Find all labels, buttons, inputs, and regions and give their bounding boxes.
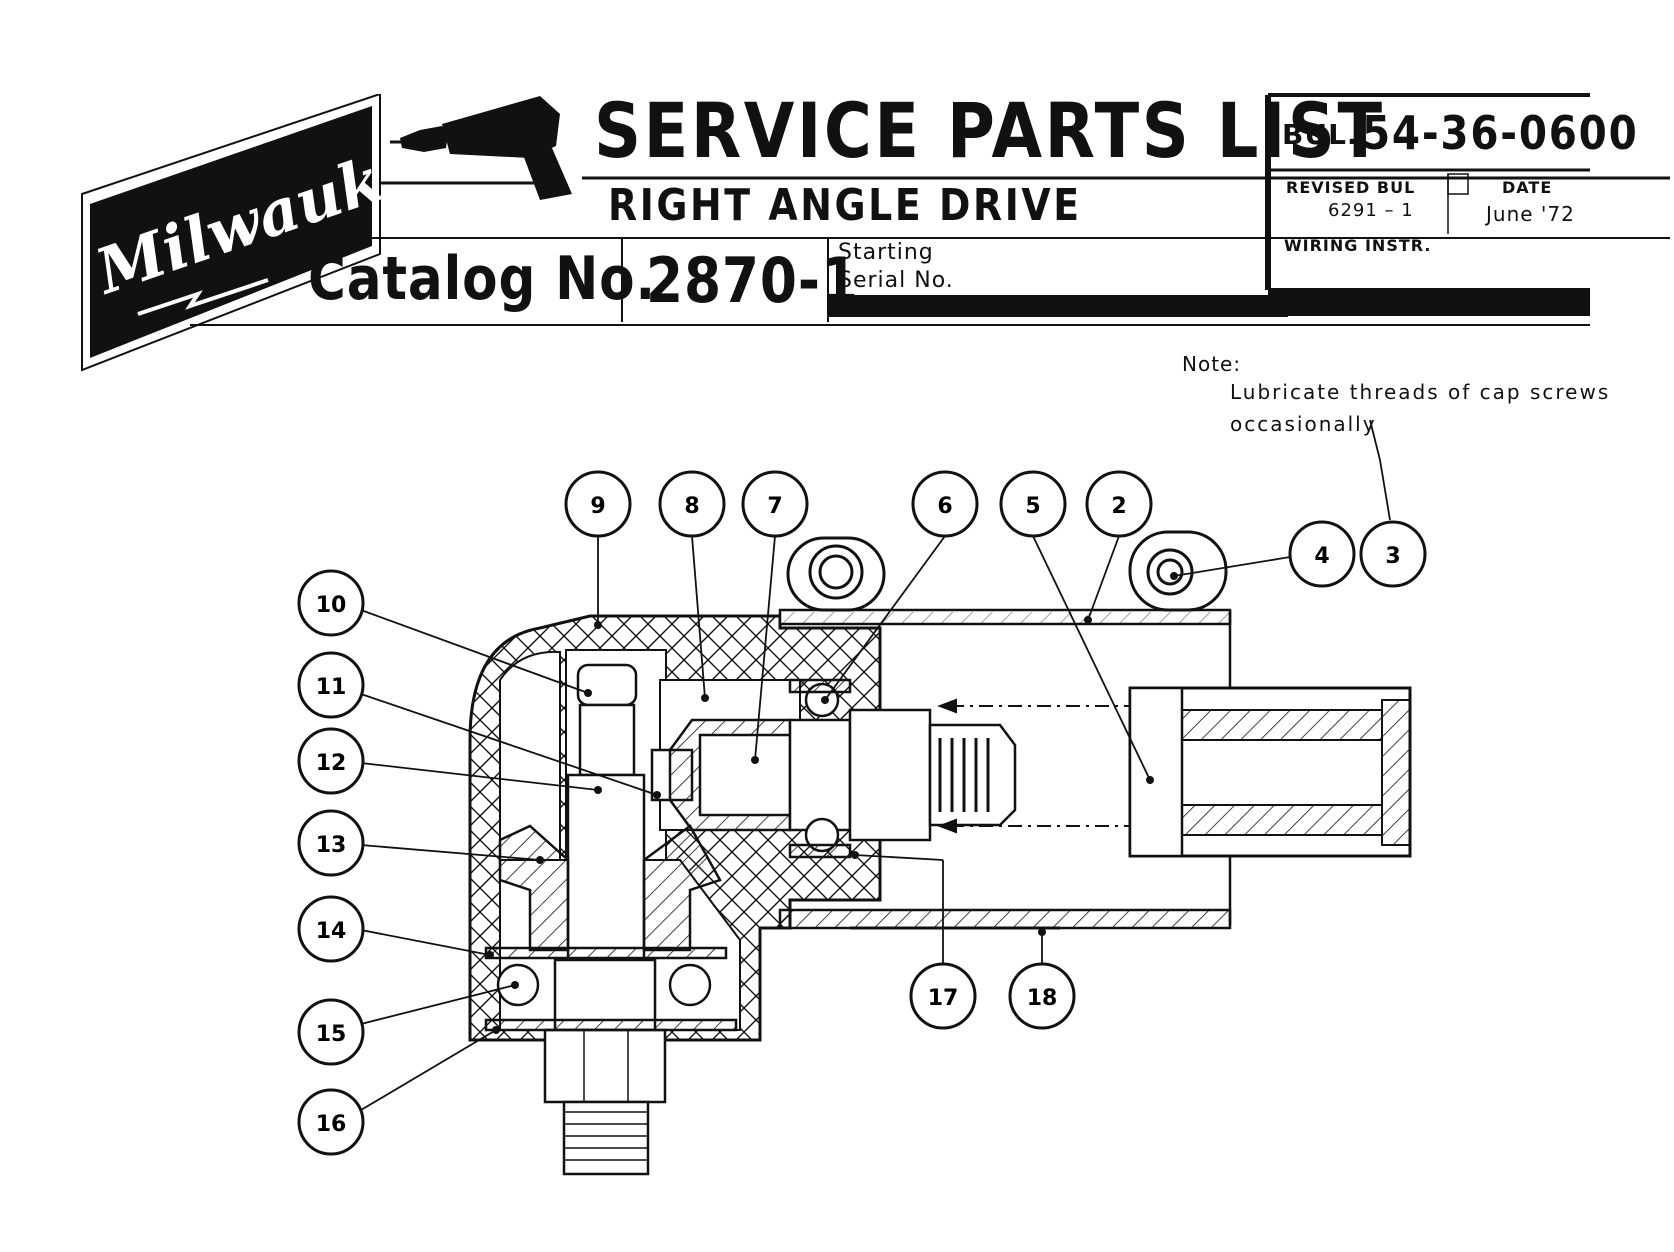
milwaukee-logo: Milwaukee bbox=[81, 94, 388, 372]
svg-text:18: 18 bbox=[1027, 986, 1058, 1011]
callout-4: 4 bbox=[1288, 520, 1356, 588]
catalog-number: 2870-1 bbox=[646, 244, 859, 317]
callout-8: 8 bbox=[658, 470, 726, 538]
note-label: Note: bbox=[1182, 352, 1242, 376]
page-title: SERVICE PARTS LIST bbox=[594, 86, 1385, 175]
callout-14: 14 bbox=[297, 895, 365, 963]
callouts: 9 8 7 6 5 2 4 3 10 11 12 13 14 15 16 bbox=[297, 470, 1427, 1156]
svg-text:5: 5 bbox=[1025, 494, 1040, 519]
callout-12: 12 bbox=[297, 727, 365, 795]
drill-icon bbox=[390, 96, 572, 200]
header-rules bbox=[190, 93, 1670, 326]
date-value: June '72 bbox=[1486, 202, 1575, 226]
starting-label: Starting bbox=[838, 240, 934, 265]
callout-2: 2 bbox=[1085, 470, 1153, 538]
leader-lines bbox=[360, 419, 1391, 1111]
wiring-label: WIRING INSTR. bbox=[1284, 236, 1432, 255]
callout-10: 10 bbox=[297, 569, 365, 637]
bearing-races bbox=[484, 678, 852, 1032]
callout-13: 13 bbox=[297, 809, 365, 877]
svg-text:2: 2 bbox=[1111, 494, 1126, 519]
callout-11: 11 bbox=[297, 651, 365, 719]
svg-text:15: 15 bbox=[316, 1022, 347, 1047]
callout-17: 17 bbox=[909, 962, 977, 1030]
svg-text:10: 10 bbox=[316, 593, 347, 618]
svg-text:6: 6 bbox=[937, 494, 952, 519]
svg-text:7: 7 bbox=[767, 494, 782, 519]
assembly-guides bbox=[937, 698, 1130, 834]
svg-text:11: 11 bbox=[316, 675, 347, 700]
bulletin-number: 54-36-0600 bbox=[1362, 106, 1639, 160]
callout-3: 3 bbox=[1359, 520, 1427, 588]
svg-text:8: 8 bbox=[684, 494, 699, 519]
callout-18: 18 bbox=[1008, 962, 1076, 1030]
svg-text:14: 14 bbox=[316, 919, 347, 944]
spindle bbox=[543, 663, 667, 1176]
svg-text:16: 16 bbox=[316, 1112, 347, 1137]
revised-value: 6291 – 1 bbox=[1328, 200, 1414, 221]
serial-label: Serial No. bbox=[838, 268, 954, 293]
callout-16: 16 bbox=[297, 1088, 365, 1156]
cap-screws bbox=[786, 530, 1228, 612]
leader-dots bbox=[486, 572, 1178, 1034]
callout-9: 9 bbox=[564, 470, 632, 538]
svg-text:13: 13 bbox=[316, 833, 347, 858]
svg-text:17: 17 bbox=[928, 986, 959, 1011]
svg-text:4: 4 bbox=[1314, 544, 1329, 569]
catalog-label: Catalog No. bbox=[308, 244, 656, 314]
callout-15: 15 bbox=[297, 998, 365, 1066]
bulletin-prefix: BUL. bbox=[1282, 118, 1359, 151]
page-subtitle: RIGHT ANGLE DRIVE bbox=[608, 180, 1082, 231]
revised-label: REVISED BUL bbox=[1286, 178, 1416, 197]
callout-7: 7 bbox=[741, 470, 809, 538]
pinion-gear bbox=[650, 718, 792, 832]
date-label: DATE bbox=[1502, 178, 1553, 197]
note-line-1: Lubricate threads of cap screws bbox=[1230, 380, 1611, 404]
svg-text:9: 9 bbox=[590, 494, 605, 519]
note-line-2: occasionally bbox=[1230, 412, 1377, 436]
input-shaft bbox=[788, 708, 1017, 842]
callout-5: 5 bbox=[999, 470, 1067, 538]
adapter bbox=[1128, 686, 1412, 858]
callout-6: 6 bbox=[911, 470, 979, 538]
svg-text:3: 3 bbox=[1385, 544, 1400, 569]
svg-text:12: 12 bbox=[316, 751, 347, 776]
